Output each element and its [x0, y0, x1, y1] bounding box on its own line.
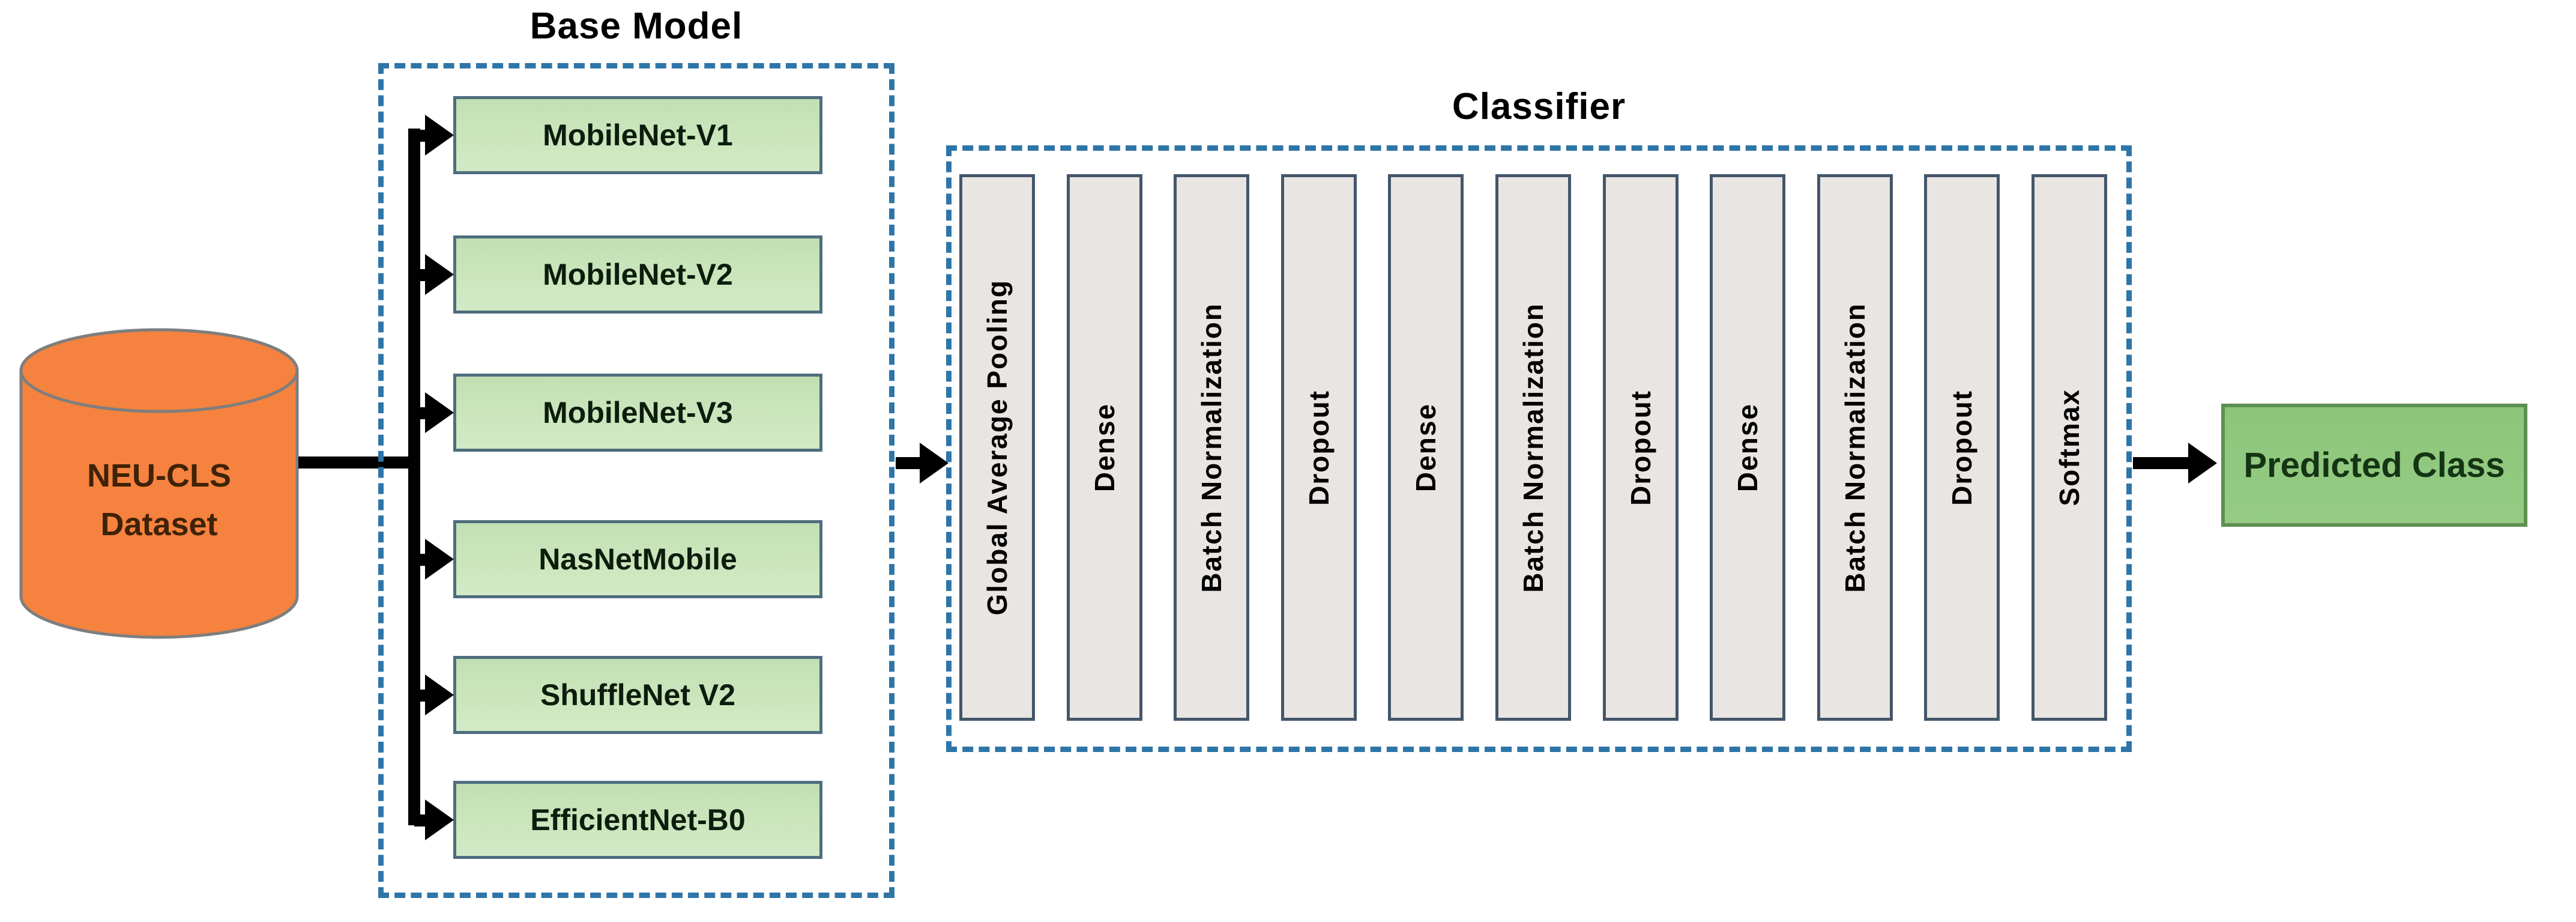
layer-label: Batch Normalization — [1839, 302, 1871, 593]
layer-dropout-3: Dropout — [1924, 174, 2000, 721]
branch-arrow-shaft — [414, 814, 426, 826]
base-model-group — [378, 63, 894, 898]
layer-label: Dropout — [1946, 389, 1978, 506]
branch-arrow-shaft — [414, 130, 426, 142]
connector-dataset-to-basemodel — [298, 456, 420, 469]
base-model-title: Base Model — [529, 5, 743, 47]
model-label: MobileNet-V1 — [543, 118, 733, 152]
connector-classifier-to-output — [2133, 457, 2190, 469]
layer-label: Dropout — [1624, 389, 1656, 506]
layer-batch-normalization-2: Batch Normalization — [1495, 174, 1571, 721]
branch-arrow-shaft — [414, 554, 426, 566]
layer-label: Softmax — [2053, 389, 2085, 506]
branch-arrow-icon — [425, 799, 454, 840]
layer-label: Dense — [1088, 402, 1120, 493]
model-box-mobilenet-v1: MobileNet-V1 — [453, 96, 822, 174]
cylinder-top — [19, 328, 299, 413]
model-box-efficientnet-b0: EfficientNet-B0 — [453, 781, 822, 859]
dataset-cylinder: NEU-CLS Dataset — [18, 327, 300, 640]
branch-arrow-shaft — [414, 269, 426, 281]
cylinder-body — [19, 371, 299, 639]
model-label: EfficientNet-B0 — [530, 803, 746, 837]
model-box-shufflenet-v2: ShuffleNet V2 — [453, 656, 822, 734]
dataset-label: NEU-CLS Dataset — [18, 327, 300, 640]
layer-label: Batch Normalization — [1517, 302, 1549, 593]
classifier-title: Classifier — [1452, 86, 1626, 127]
layer-batch-normalization-1: Batch Normalization — [1174, 174, 1250, 721]
model-box-nasnetmobile: NasNetMobile — [453, 520, 822, 598]
arrow-right-icon — [920, 443, 949, 484]
layer-dropout-2: Dropout — [1602, 174, 1679, 721]
branch-trunk-line — [408, 129, 420, 825]
branch-arrow-shaft — [414, 407, 426, 419]
layer-dropout-1: Dropout — [1280, 174, 1357, 721]
branch-arrow-icon — [425, 392, 454, 433]
branch-arrow-icon — [425, 254, 454, 295]
classifier-group — [946, 145, 2132, 752]
layer-label: Dense — [1732, 402, 1764, 493]
branch-arrow-icon — [425, 675, 454, 715]
layer-batch-normalization-3: Batch Normalization — [1817, 174, 1893, 721]
layer-softmax: Softmax — [2031, 174, 2107, 721]
layer-label: Global Average Pooling — [982, 279, 1013, 616]
model-label: ShuffleNet V2 — [540, 678, 736, 712]
layer-dense-1: Dense — [1066, 174, 1142, 721]
classifier-layers: Global Average Pooling Dense Batch Norma… — [959, 174, 2107, 721]
model-box-mobilenet-v2: MobileNet-V2 — [453, 235, 822, 314]
predicted-class-box: Predicted Class — [2221, 404, 2527, 527]
connector-basemodel-to-classifier — [896, 457, 922, 469]
layer-label: Batch Normalization — [1196, 302, 1228, 593]
dataset-label-line2: Dataset — [100, 506, 218, 542]
layer-dense-2: Dense — [1388, 174, 1464, 721]
layer-label: Dropout — [1303, 389, 1335, 506]
predicted-class-label: Predicted Class — [2243, 446, 2505, 485]
branch-arrow-icon — [425, 115, 454, 156]
model-label: MobileNet-V3 — [543, 396, 733, 429]
branch-arrow-shaft — [414, 690, 426, 702]
database-icon — [19, 328, 299, 639]
model-label: MobileNet-V2 — [543, 258, 733, 291]
layer-label: Dense — [1410, 402, 1442, 493]
branch-arrow-icon — [425, 539, 454, 580]
arrow-right-icon — [2188, 443, 2217, 484]
layer-global-average-pooling: Global Average Pooling — [959, 174, 1035, 721]
model-label: NasNetMobile — [538, 542, 737, 576]
layer-dense-3: Dense — [1710, 174, 1786, 721]
model-box-mobilenet-v3: MobileNet-V3 — [453, 374, 822, 452]
dataset-label-line1: NEU-CLS — [87, 457, 231, 494]
